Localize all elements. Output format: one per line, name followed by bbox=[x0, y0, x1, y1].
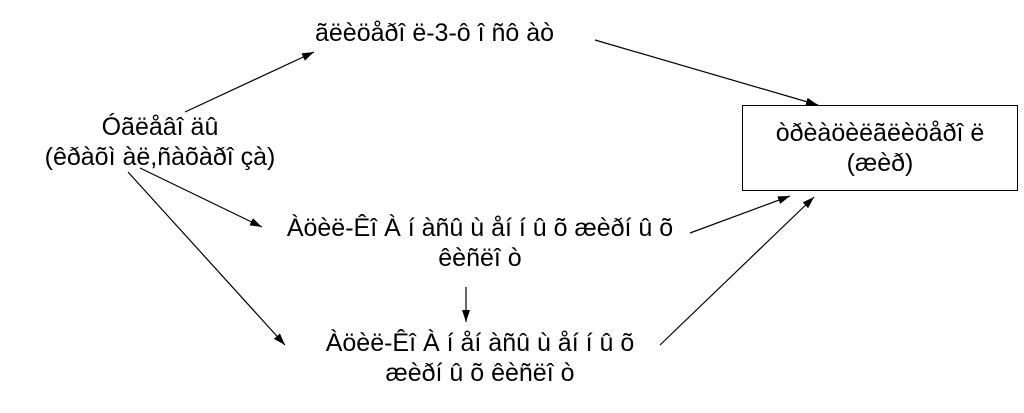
arrow-unsaturated-to-triacylglycerol bbox=[659, 196, 815, 346]
node-carbohydrates-line-2: (êðàõì àë,ñàõàðî çà) bbox=[44, 143, 276, 171]
node-saturated-line-2: êèñëî ò bbox=[438, 244, 522, 272]
node-carbohydrates-line-1: Óãëåâî äû bbox=[101, 113, 219, 141]
node-unsaturated-line-1: Àöèë-Êî À í åí àñû ù åí í û õ bbox=[325, 329, 635, 357]
arrow-saturated-to-triacylglycerol bbox=[689, 195, 791, 234]
arrow-glycerol-to-triacylglycerol bbox=[594, 39, 819, 106]
arrow-carbohydrates-to-unsaturated-acylcoa bbox=[127, 171, 286, 346]
node-glycerol-3-phosphate: ãëèöåðî ë-3-ô î ñô àò bbox=[315, 18, 554, 48]
node-unsaturated-line-2: æèðí û õ êèñëî ò bbox=[385, 359, 575, 387]
node-triacylglycerol-line-2: (æèð) bbox=[846, 149, 914, 177]
node-saturated-acylcoa: Àöèë-Êî À í àñû ù åí í û õ æèðí û õ êèñë… bbox=[260, 213, 700, 273]
node-saturated-line-1: Àöèë-Êî À í àñû ù åí í û õ æèðí û õ bbox=[286, 214, 674, 242]
node-triacylglycerol-box: òðèàöèëãëèöåðî ë (æèð) bbox=[742, 105, 1018, 191]
arrow-carbohydrates-to-glycerol bbox=[184, 51, 315, 113]
arrow-carbohydrates-to-saturated-acylcoa bbox=[139, 167, 263, 228]
node-glycerol-line-1: ãëèöåðî ë-3-ô î ñô àò bbox=[315, 19, 555, 47]
node-carbohydrates: Óãëåâî äû (êðàõì àë,ñàõàðî çà) bbox=[20, 112, 300, 172]
node-triacylglycerol-line-1: òðèàöèëãëèöåðî ë bbox=[775, 119, 985, 147]
node-unsaturated-acylcoa: Àöèë-Êî À í åí àñû ù åí í û õ æèðí û õ ê… bbox=[285, 328, 675, 388]
